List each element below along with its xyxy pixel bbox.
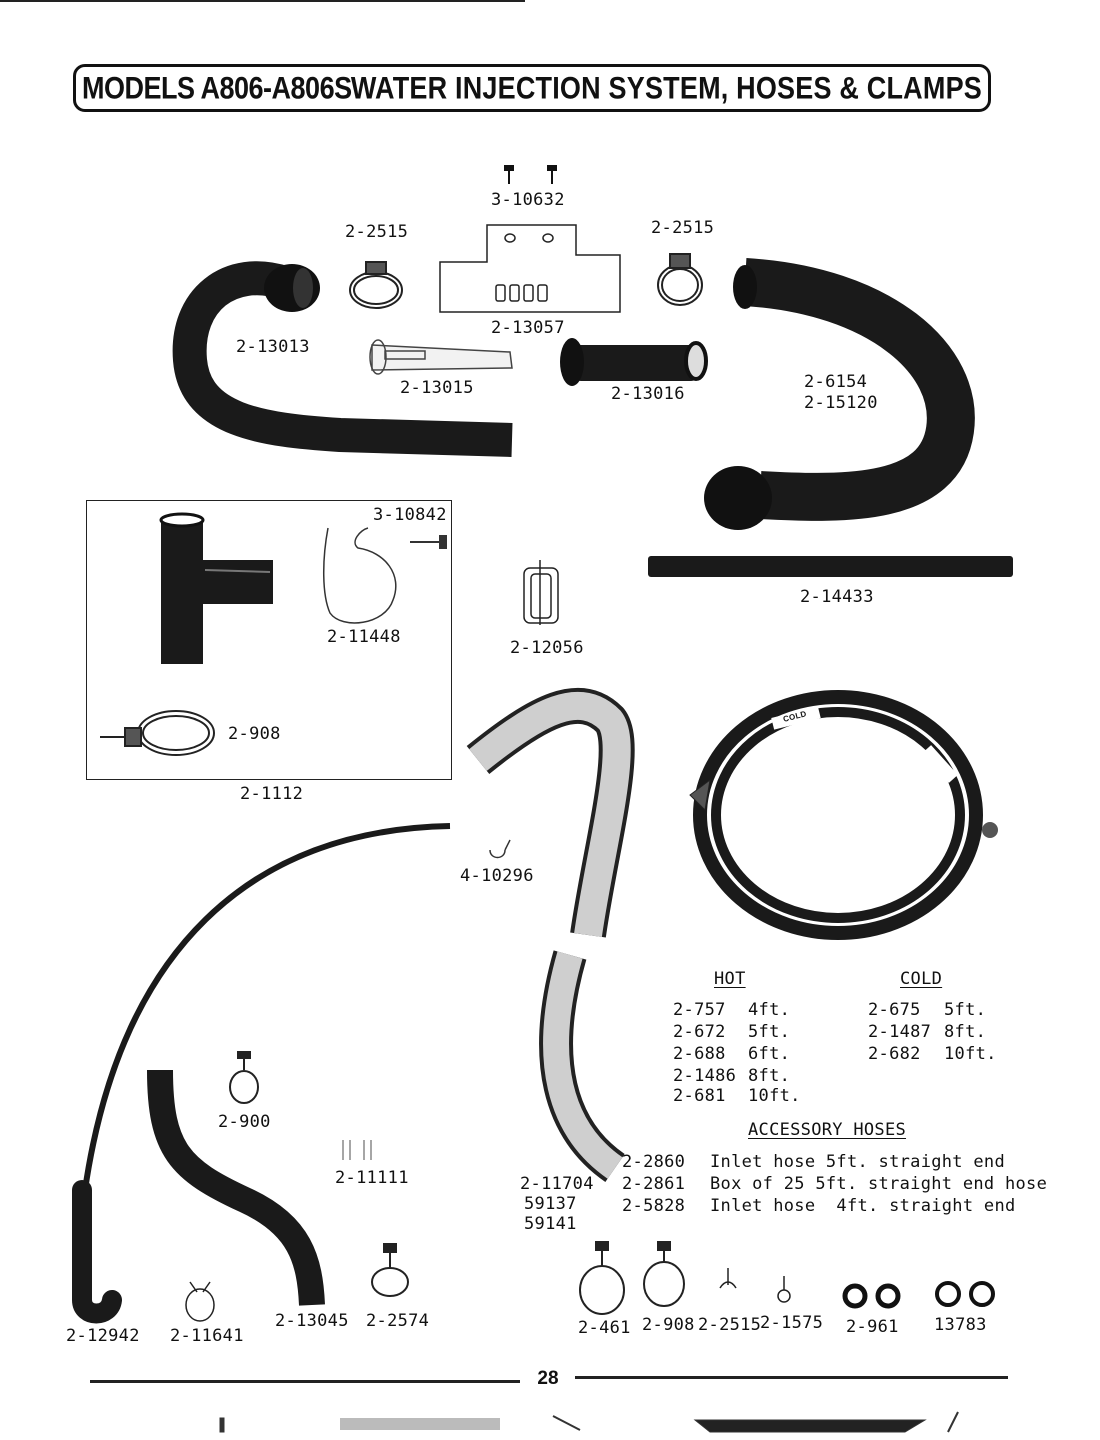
hot-row-length: 5ft. <box>748 1022 791 1042</box>
section-title: WATER INJECTION SYSTEM, HOSES & CLAMPS <box>350 71 982 106</box>
label-2-13057: 2-13057 <box>491 318 565 338</box>
hot-row-part: 2-681 <box>673 1086 726 1106</box>
label-2-6154: 2-6154 <box>804 372 868 392</box>
tee-fitting-2-1112 <box>159 512 273 664</box>
label-2-2515-right: 2-2515 <box>651 218 715 238</box>
cold-row-part: 2-682 <box>868 1044 921 1064</box>
clamp-2-908-bottom <box>643 1241 685 1307</box>
clamp-2-908-box <box>100 710 215 756</box>
cold-row-length: 5ft. <box>944 1000 987 1020</box>
clamp-2-2515-left <box>349 261 403 309</box>
tube-2-13016 <box>560 338 708 386</box>
accessory-row-desc: Box of 25 5ft. straight end hose <box>710 1174 1048 1194</box>
cold-row-part: 2-675 <box>868 1000 921 1020</box>
screw-3-10842 <box>410 535 447 549</box>
hot-row-part: 2-672 <box>673 1022 726 1042</box>
hose-2-14433 <box>648 556 1013 577</box>
tube-2-13015 <box>369 339 513 375</box>
cold-heading: COLD <box>900 969 943 989</box>
label-2-13016: 2-13016 <box>611 384 685 404</box>
hot-row-part: 2-757 <box>673 1000 726 1020</box>
tube-2-11704 <box>466 687 635 1182</box>
label-2-15120: 2-15120 <box>804 393 878 413</box>
hot-row-length: 10ft. <box>748 1086 801 1106</box>
label-59137: 59137 <box>524 1194 577 1214</box>
label-2-11641: 2-11641 <box>170 1326 244 1346</box>
label-2-13015: 2-13015 <box>400 378 474 398</box>
clamp-2-2574 <box>371 1243 409 1297</box>
hose-2-6154 <box>704 258 975 530</box>
hot-row-part: 2-688 <box>673 1044 726 1064</box>
cold-row-part: 2-1487 <box>868 1022 932 1042</box>
hot-row-length: 6ft. <box>748 1044 791 1064</box>
tee-kit-box <box>86 500 452 780</box>
top-rule <box>0 0 525 2</box>
hose-2-13013 <box>172 261 513 457</box>
hot-row-length: 4ft. <box>748 1000 791 1020</box>
label-2-961: 2-961 <box>846 1317 899 1337</box>
clip-2-12056 <box>523 560 559 625</box>
accessory-row-desc: Inlet hose 5ft. straight end <box>710 1152 1005 1172</box>
clamp-2-900 <box>229 1051 259 1104</box>
label-2-2574: 2-2574 <box>366 1311 430 1331</box>
footer-rule-right <box>575 1376 1008 1379</box>
cold-row-length: 8ft. <box>944 1022 987 1042</box>
accessory-heading: ACCESSORY HOSES <box>748 1120 907 1140</box>
models-title: MODELS A806-A806S <box>82 71 352 106</box>
coiled-hose-assembly <box>689 690 998 940</box>
accessory-row-desc: Inlet hose 4ft. straight end <box>710 1196 1016 1216</box>
clip-2-11111 <box>342 1140 372 1160</box>
label-2-908-box: 2-908 <box>228 724 281 744</box>
clamp-2-2515-right <box>657 253 703 306</box>
hose-2-13045 <box>147 1069 325 1306</box>
label-2-1112: 2-1112 <box>240 784 304 804</box>
accessory-row-part: 2-5828 <box>622 1196 686 1216</box>
bracket-2-13057 <box>439 224 621 313</box>
label-2-11448: 2-11448 <box>327 627 401 647</box>
hot-heading: HOT <box>714 969 746 989</box>
clamp-2-11641 <box>185 1281 215 1322</box>
page-header: MODELS A806-A806S WATER INJECTION SYSTEM… <box>73 64 991 112</box>
label-59141: 59141 <box>524 1214 577 1234</box>
label-2-1575: 2-1575 <box>760 1313 824 1333</box>
hot-row-part: 2-1486 <box>673 1066 737 1086</box>
hook-2-11448 <box>323 527 397 624</box>
accessory-row-part: 2-2860 <box>622 1152 686 1172</box>
clamp-2-2515-bottom <box>719 1268 737 1289</box>
label-3-10842: 3-10842 <box>373 505 447 525</box>
label-2-900: 2-900 <box>218 1112 271 1132</box>
label-3-10632: 3-10632 <box>491 190 565 210</box>
hose-2-12942 <box>72 823 451 1324</box>
label-2-908-bottom: 2-908 <box>642 1315 695 1335</box>
clamp-2-1575 <box>777 1276 791 1303</box>
hot-row-length: 8ft. <box>748 1066 791 1086</box>
clip-4-10296 <box>489 839 511 859</box>
label-4-10296: 4-10296 <box>460 866 534 886</box>
clamp-2-461 <box>579 1241 625 1315</box>
o-ring-2-961 <box>842 1283 901 1309</box>
screw-3-10632 <box>504 165 557 184</box>
label-2-13013: 2-13013 <box>236 337 310 357</box>
label-2-461: 2-461 <box>578 1318 631 1338</box>
label-2-12056: 2-12056 <box>510 638 584 658</box>
label-2-2515-left: 2-2515 <box>345 222 409 242</box>
accessory-row-part: 2-2861 <box>622 1174 686 1194</box>
footer-rule-left <box>90 1380 520 1383</box>
cold-row-length: 10ft. <box>944 1044 997 1064</box>
page-number: 28 <box>537 1368 559 1389</box>
label-2-11704: 2-11704 <box>520 1174 594 1194</box>
label-2-11111: 2-11111 <box>335 1168 409 1188</box>
next-page-edge-artwork <box>219 1411 959 1433</box>
label-2-2515-bottom: 2-2515 <box>698 1315 762 1335</box>
label-13783: 13783 <box>934 1315 987 1335</box>
label-2-13045: 2-13045 <box>275 1311 349 1331</box>
label-2-12942: 2-12942 <box>66 1326 140 1346</box>
o-ring-13783 <box>935 1281 995 1307</box>
label-2-14433: 2-14433 <box>800 587 874 607</box>
